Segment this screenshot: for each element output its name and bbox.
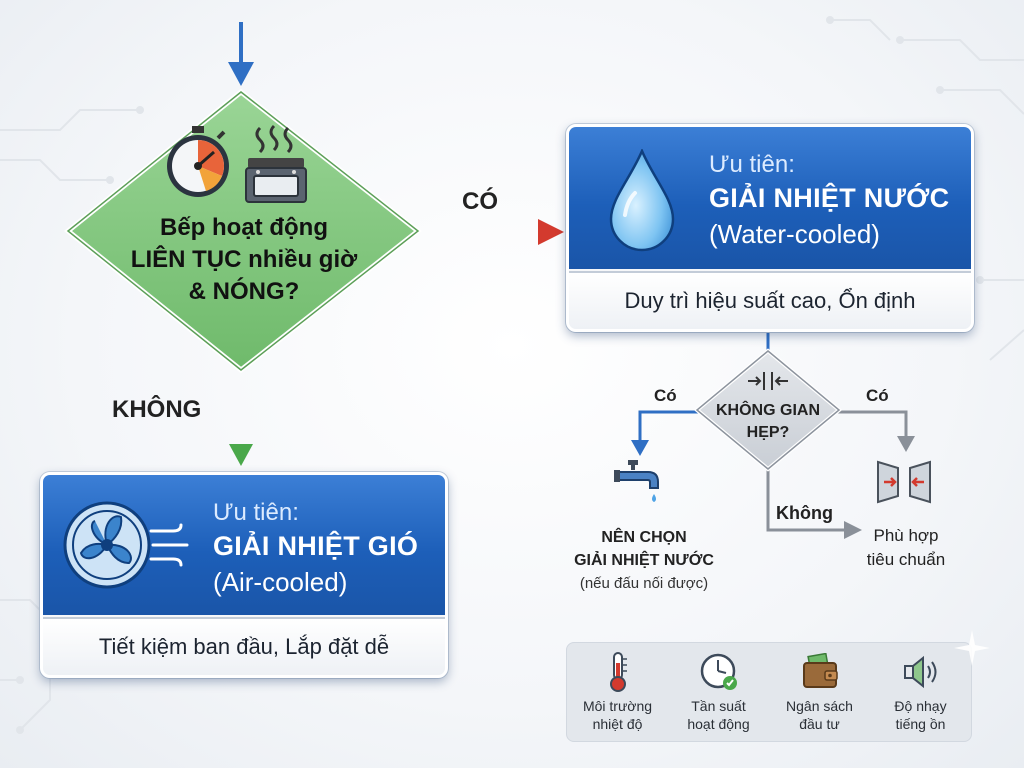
- result-right: Phù hợp tiêu chuẩn: [850, 524, 962, 572]
- legend-label-frequency: Tần suất hoạt động: [668, 697, 769, 733]
- air-card-footer: Tiết kiệm ban đầu, Lắp đặt dễ: [43, 617, 445, 675]
- sparkle-icon: [954, 630, 990, 666]
- air-card-line3: (Air-cooled): [213, 567, 348, 597]
- water-card-header: Ưu tiên: GIẢI NHIỆT NƯỚC (Water-cooled): [569, 127, 971, 269]
- edge-label-left-co: Có: [654, 386, 677, 405]
- edge-label-khong: Không: [776, 503, 833, 523]
- legend-noise-line1: Độ nhạy: [894, 698, 947, 714]
- left-co-arrow: [631, 410, 698, 456]
- legend-frequency-line1: Tần suất: [691, 698, 746, 714]
- edge-label-no: KHÔNG: [112, 396, 202, 423]
- decision-diamond-main: [64, 88, 422, 374]
- legend-label-budget: Ngân sách đầu tư: [769, 697, 870, 733]
- legend-temperature-line2: nhiệt độ: [592, 716, 643, 732]
- decision-main-line1: Bếp hoạt động: [160, 214, 328, 241]
- decision-main-line2: LIÊN TỤC nhiều giờ: [130, 246, 358, 273]
- air-card-line1: Ưu tiên:: [213, 499, 299, 526]
- compress-icon: [748, 372, 788, 390]
- edge-label-right-co: Có: [866, 386, 889, 405]
- edge-label-yes: CÓ: [462, 188, 498, 215]
- legend-temperature-line1: Môi trường: [582, 698, 653, 714]
- air-card-line2: GIẢI NHIỆT GIÓ: [213, 531, 419, 561]
- panels-icon: [877, 460, 931, 504]
- legend-budget-line1: Ngân sách: [786, 698, 853, 714]
- legend-item-temperature: Môi trường nhiệt độ: [567, 643, 668, 741]
- legend-item-noise: Độ nhạy tiếng ồn: [870, 643, 971, 741]
- legend-budget-line2: đầu tư: [799, 716, 840, 732]
- water-card-footer: Duy trì hiệu suất cao, Ổn định: [569, 271, 971, 329]
- legend-label-noise: Độ nhạy tiếng ồn: [870, 697, 971, 733]
- decision-space-line2: HẸP?: [746, 424, 790, 441]
- entry-arrow: [228, 22, 254, 86]
- result-left-line2: GIẢI NHIỆT NƯỚC: [574, 552, 714, 569]
- decision-main-line3: & NÓNG?: [188, 278, 300, 305]
- water-card-line1: Ưu tiên:: [709, 151, 795, 178]
- legend-item-budget: Ngân sách đầu tư: [769, 643, 870, 741]
- no-arrow: [229, 372, 253, 466]
- legend-label-temperature: Môi trường nhiệt độ: [567, 697, 668, 733]
- clock-icon: [700, 653, 737, 690]
- decision-diamond-space: [694, 348, 842, 472]
- result-right-line2: tiêu chuẩn: [866, 550, 946, 569]
- result-left: NÊN CHỌN GIẢI NHIỆT NƯỚC (nếu đấu nối đư…: [556, 526, 732, 595]
- stove-icon: [245, 124, 307, 203]
- khong-arrow: [766, 468, 862, 539]
- water-card-line3: (Water-cooled): [709, 219, 880, 249]
- yes-arrow: [426, 219, 564, 245]
- result-right-line1: Phù hợp: [873, 526, 939, 545]
- legend-noise-line2: tiếng ồn: [895, 716, 946, 732]
- result-left-line1: NÊN CHỌN: [601, 529, 687, 546]
- water-drop-icon: [609, 149, 675, 252]
- fan-icon: [63, 501, 189, 589]
- result-left-line3: (nếu đấu nối được): [579, 575, 709, 592]
- faucet-icon: [614, 460, 659, 502]
- decision-space-line1: KHÔNG GIAN: [716, 402, 820, 419]
- decision-space-text: KHÔNG GIAN HẸP?: [694, 400, 842, 444]
- air-card-header: Ưu tiên: GIẢI NHIỆT GIÓ (Air-cooled): [43, 475, 445, 615]
- right-co-arrow: [838, 410, 915, 452]
- speaker-icon: [904, 655, 937, 689]
- water-cooled-card: Ưu tiên: GIẢI NHIỆT NƯỚC (Water-cooled) …: [566, 124, 974, 332]
- thermometer-icon: [610, 652, 627, 692]
- water-card-line2: GIẢI NHIỆT NƯỚC: [709, 183, 950, 213]
- legend-frequency-line2: hoạt động: [687, 716, 750, 732]
- air-cooled-card: Ưu tiên: GIẢI NHIỆT GIÓ (Air-cooled) Tiế…: [40, 472, 448, 678]
- decision-main-text: Bếp hoạt động LIÊN TỤC nhiều giờ & NÓNG?: [100, 212, 388, 308]
- legend-panel: Môi trường nhiệt độ Tần suất hoạt động N…: [566, 642, 972, 742]
- stopwatch-icon: [167, 126, 229, 197]
- wallet-icon: [803, 653, 838, 688]
- legend-item-frequency: Tần suất hoạt động: [668, 643, 769, 741]
